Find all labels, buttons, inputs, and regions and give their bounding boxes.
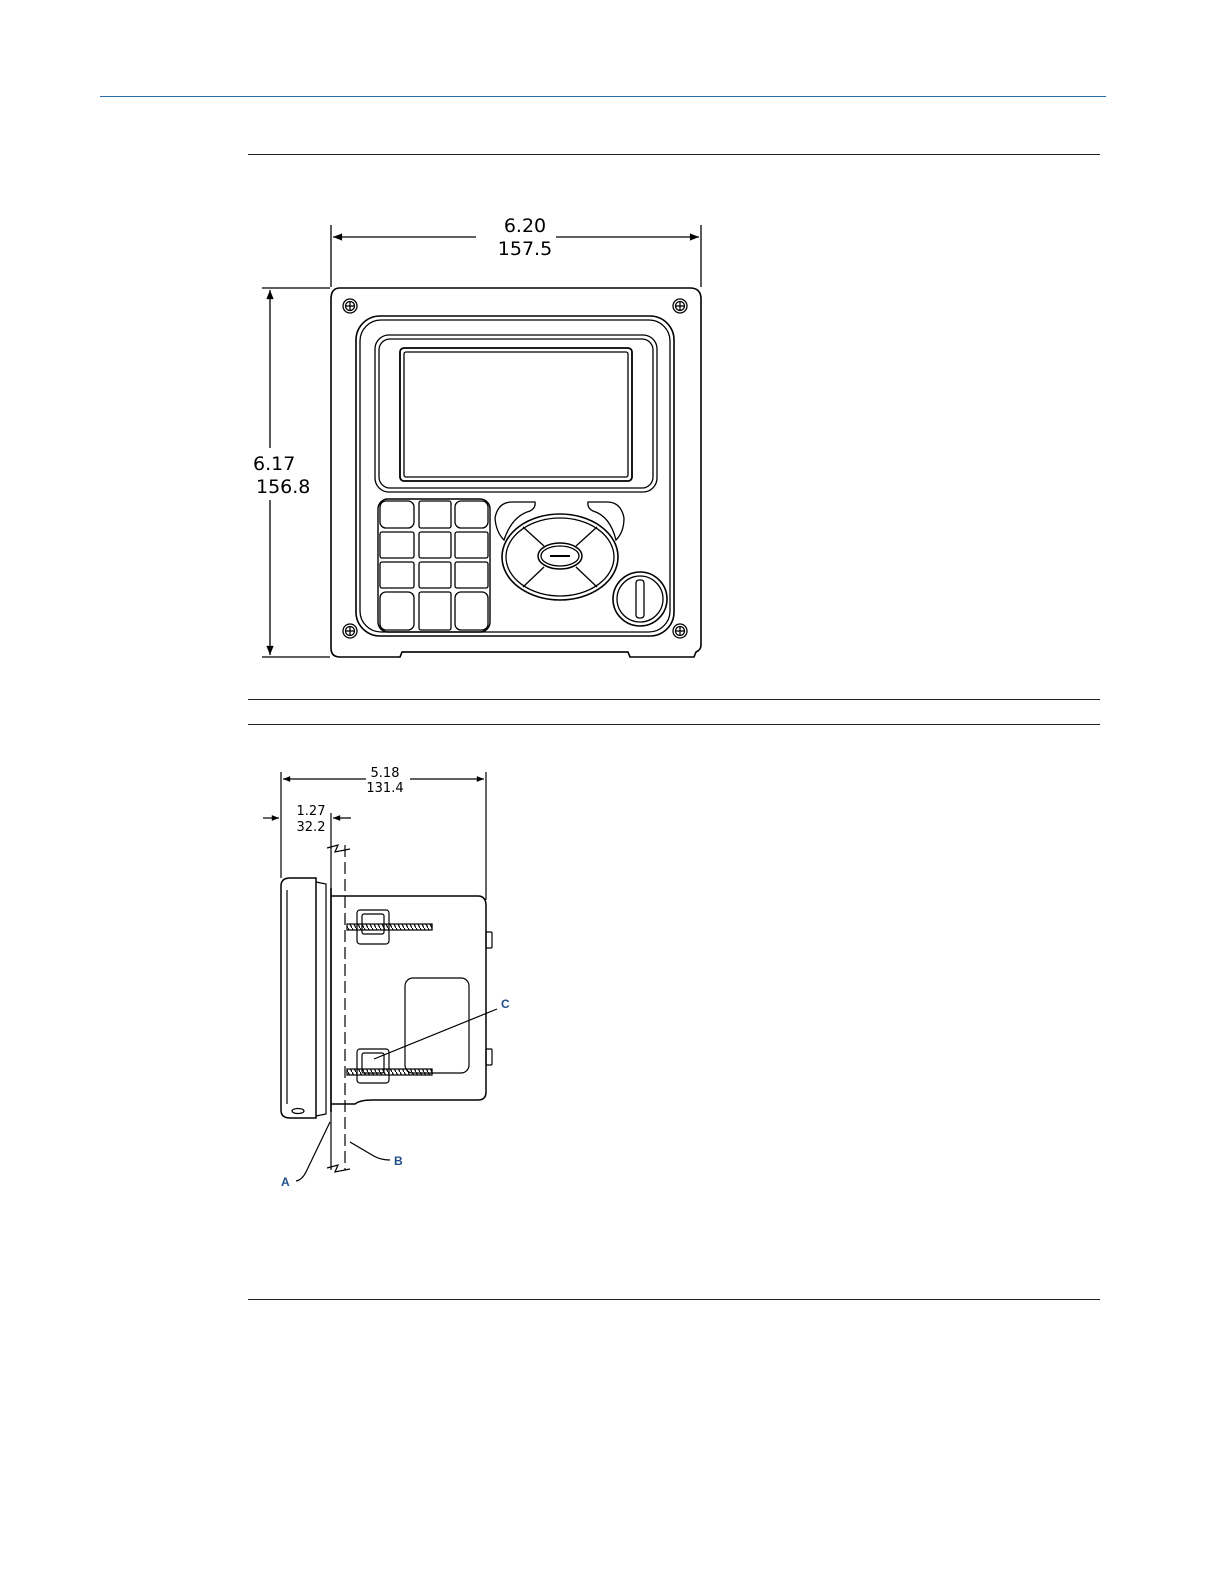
panel-clamp-bottom xyxy=(347,1049,432,1083)
panel-clamp-top xyxy=(347,910,432,944)
front-bezel-side xyxy=(281,878,326,1118)
callout-b-label: B xyxy=(394,1154,403,1168)
side-view-drawing: 5.18 131.4 1.27 32.2 A B C xyxy=(0,0,1226,1300)
flange-dimension-mm: 32.2 xyxy=(297,820,326,835)
callout-a-label: A xyxy=(281,1175,290,1189)
housing-body xyxy=(331,888,492,1112)
callout-leader-b xyxy=(350,1142,390,1160)
flange-dimension-inches: 1.27 xyxy=(297,804,326,819)
depth-dimension-mm: 131.4 xyxy=(366,781,403,796)
callout-leader-c xyxy=(374,1009,497,1059)
depth-dimension-inches: 5.18 xyxy=(371,766,400,781)
callout-c-label: C xyxy=(501,997,510,1011)
callout-leader-a xyxy=(296,1122,330,1181)
